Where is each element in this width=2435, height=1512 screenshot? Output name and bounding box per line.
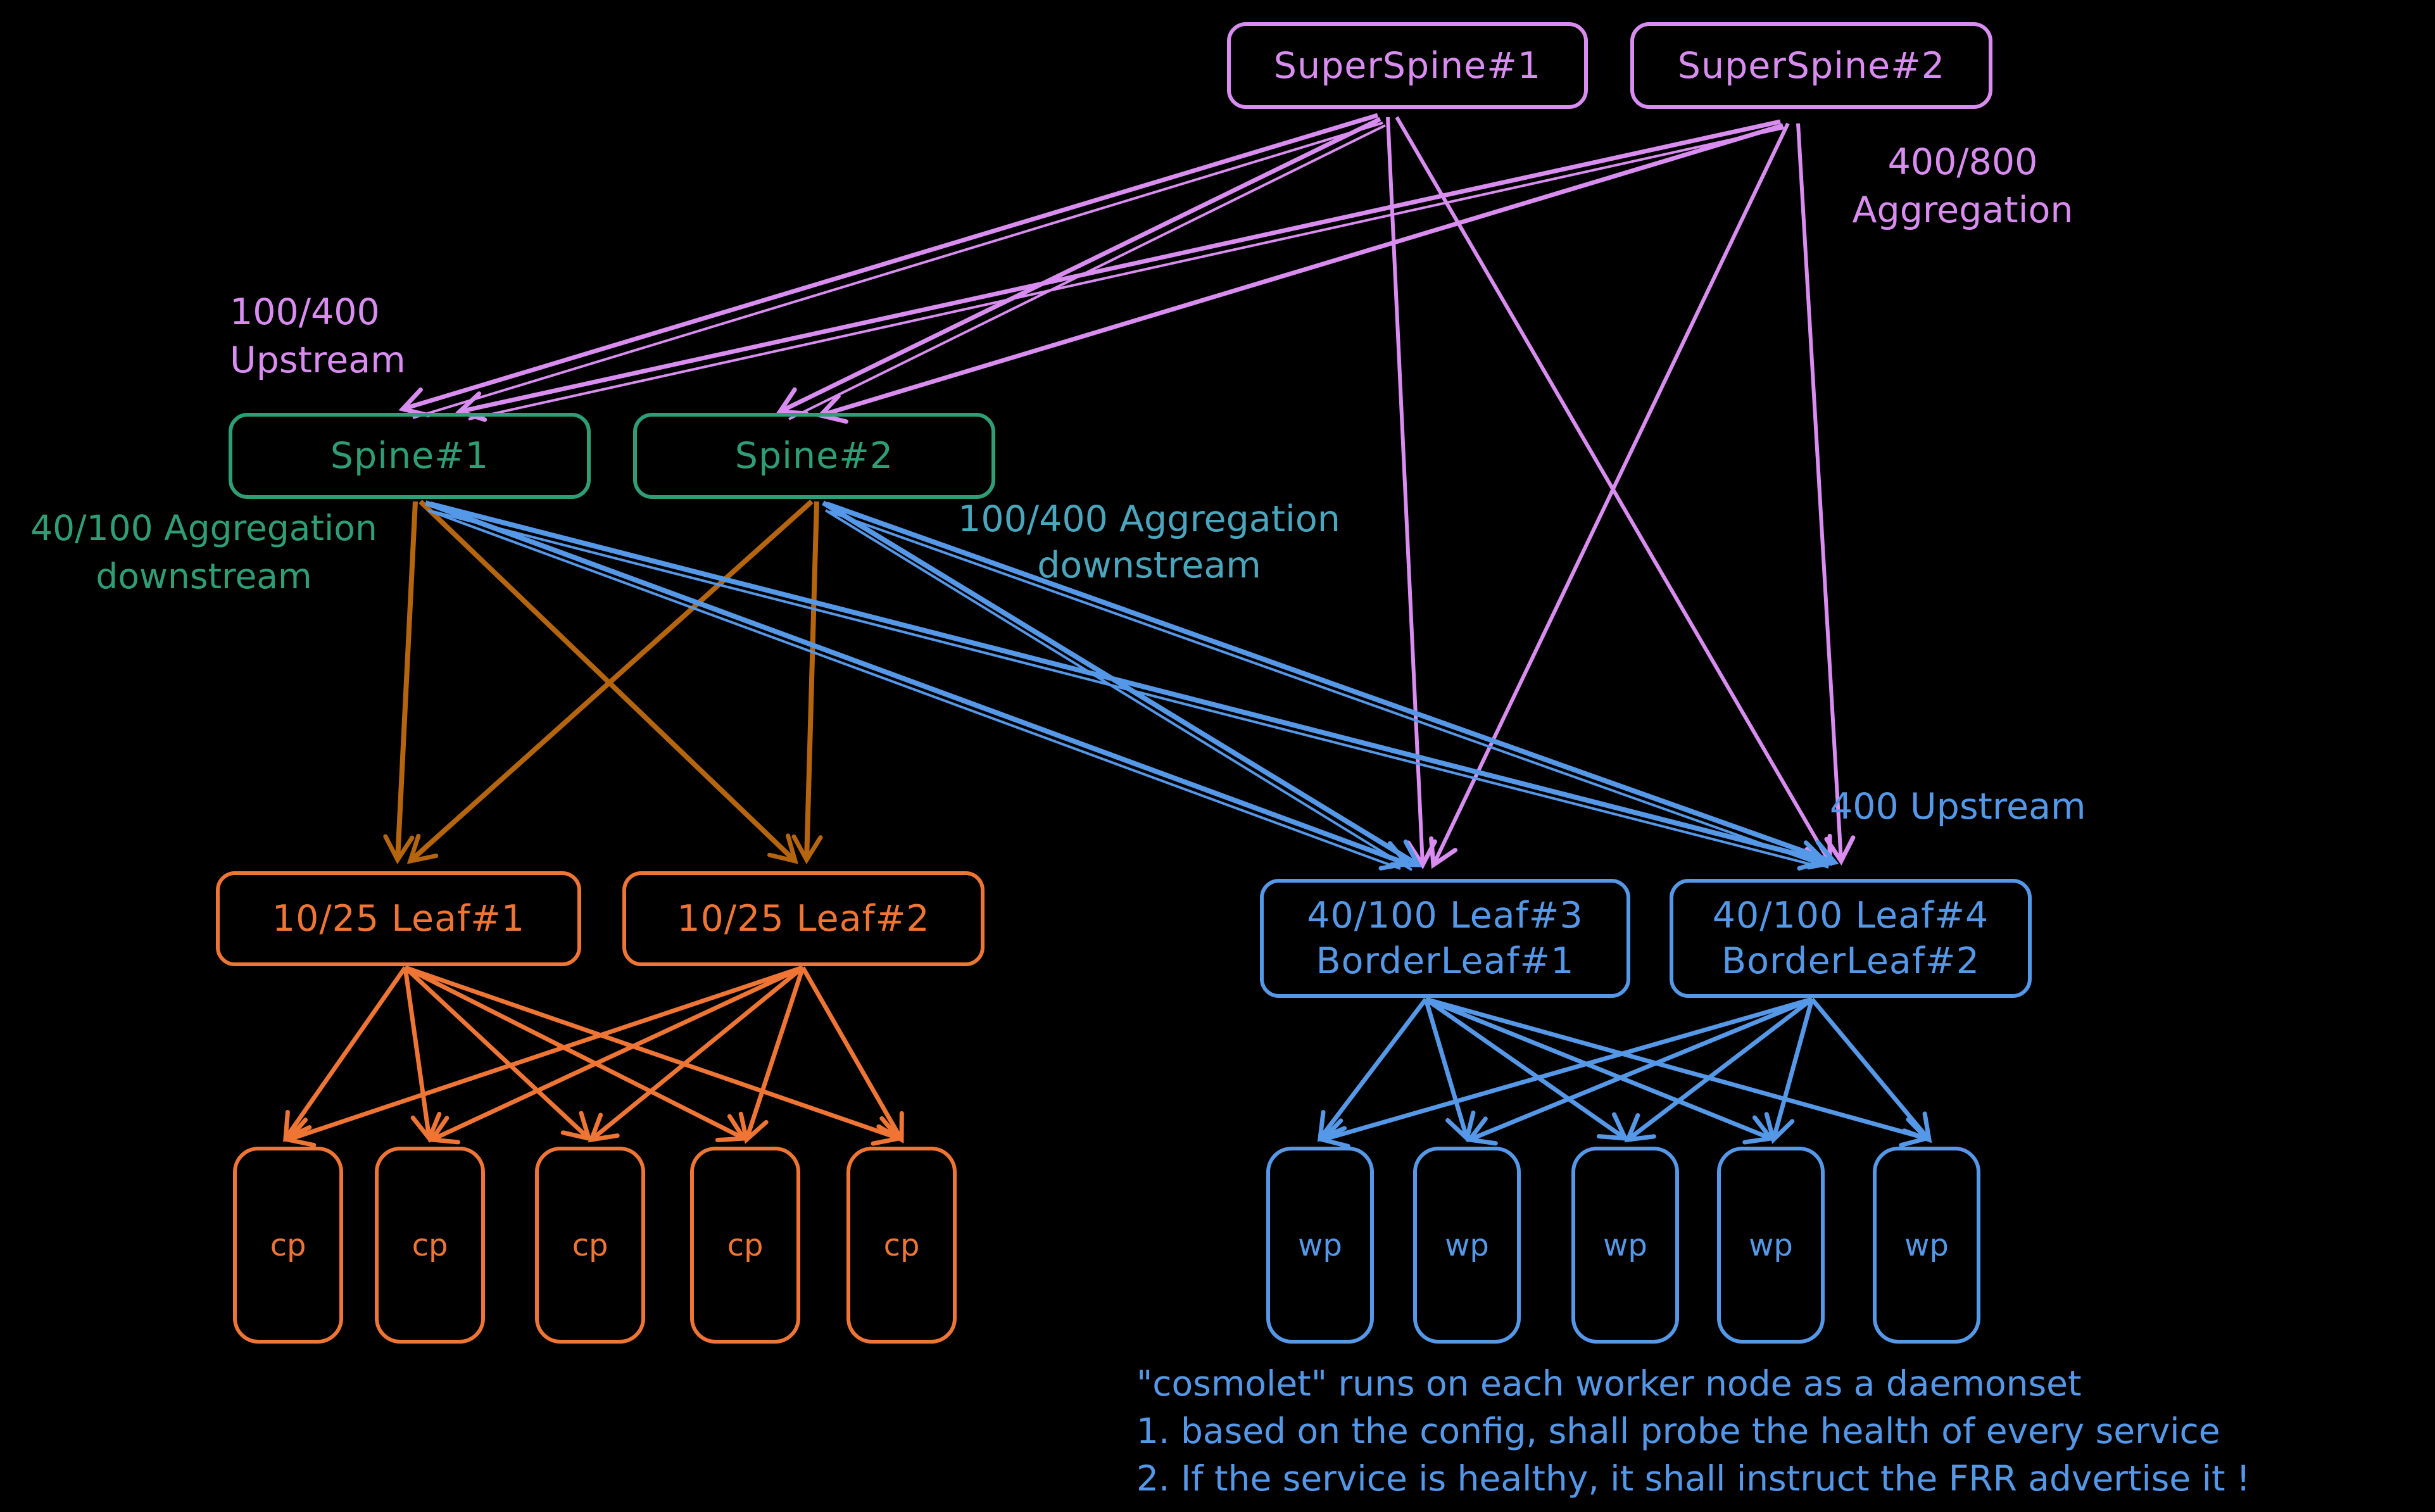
node-borderleaf1-line1: 40/100 Leaf#3: [1307, 895, 1583, 936]
annotation-100-400-aggregation-line1: 100/400 Aggregation: [958, 498, 1340, 540]
cosmolet-note-line1: "cosmolet" runs on each worker node as a…: [1136, 1363, 2082, 1404]
annotation-400-800-aggregation-line1: 400/800: [1887, 141, 2038, 183]
node-cp-2: cp: [375, 1147, 485, 1344]
node-spine2: Spine#2: [633, 413, 995, 499]
annotation-100-400-aggregation-downstream: 100/400 Aggregation downstream: [950, 496, 1349, 589]
node-cp-1: cp: [233, 1147, 343, 1344]
node-wp-1-label: wp: [1298, 1227, 1342, 1263]
superspine-to-spine-links: [398, 113, 1785, 424]
annotation-100-400-upstream-line1: 100/400: [230, 291, 380, 333]
node-spine1-label: Spine#1: [330, 435, 489, 477]
node-wp-1: wp: [1266, 1147, 1374, 1344]
node-wp-4-label: wp: [1749, 1227, 1793, 1263]
node-wp-2: wp: [1413, 1147, 1521, 1344]
annotation-400-800-aggregation-line2: Aggregation: [1852, 189, 2073, 231]
node-borderleaf1-line2: BorderLeaf#1: [1316, 940, 1575, 982]
spine-to-leaf-links: [383, 500, 823, 864]
node-leaf1-label: 10/25 Leaf#1: [272, 898, 525, 940]
annotation-40-100-aggregation-line1: 40/100 Aggregation: [30, 508, 377, 548]
node-superspine2-label: SuperSpine#2: [1677, 44, 1946, 87]
annotation-40-100-aggregation-downstream: 40/100 Aggregation downstream: [17, 504, 391, 600]
cosmolet-note-line2: 1. based on the config, shall probe the …: [1136, 1411, 2220, 1451]
node-leaf1: 10/25 Leaf#1: [216, 871, 581, 966]
annotation-400-upstream: 400 Upstream: [1830, 786, 2086, 828]
node-superspine1-label: SuperSpine#1: [1273, 44, 1542, 87]
node-borderleaf1: 40/100 Leaf#3 BorderLeaf#1: [1260, 879, 1630, 998]
node-borderleaf2-line2: BorderLeaf#2: [1721, 940, 1980, 982]
node-cp-5-label: cp: [883, 1227, 920, 1263]
node-cp-5: cp: [846, 1147, 957, 1344]
node-cp-4-label: cp: [727, 1227, 764, 1263]
node-spine2-label: Spine#2: [734, 435, 894, 477]
node-superspine2: SuperSpine#2: [1630, 22, 1992, 109]
cosmolet-note-line3: 2. If the service is healthy, it shall i…: [1136, 1458, 2251, 1499]
node-spine1: Spine#1: [229, 413, 591, 499]
annotation-100-400-upstream-line2: Upstream: [230, 339, 406, 381]
node-wp-5-label: wp: [1904, 1227, 1949, 1263]
node-wp-2-label: wp: [1445, 1227, 1489, 1263]
node-leaf2-label: 10/25 Leaf#2: [677, 898, 930, 940]
node-borderleaf2: 40/100 Leaf#4 BorderLeaf#2: [1670, 879, 2032, 998]
node-wp-5: wp: [1873, 1147, 1980, 1344]
annotation-100-400-upstream: 100/400 Upstream: [230, 288, 406, 384]
node-wp-4: wp: [1717, 1147, 1825, 1344]
node-cp-3: cp: [535, 1147, 645, 1344]
node-cp-2-label: cp: [412, 1227, 448, 1263]
node-cp-3-label: cp: [572, 1227, 608, 1263]
node-cp-1-label: cp: [270, 1227, 306, 1263]
cosmolet-notes: "cosmolet" runs on each worker node as a…: [1136, 1360, 2250, 1503]
leaf-to-cp-links: [283, 965, 904, 1147]
annotation-400-800-aggregation: 400/800 Aggregation: [1830, 138, 2096, 234]
superspine-to-borderleaf-links: [1386, 116, 1856, 869]
spine-to-borderleaf-links: [424, 500, 1839, 871]
node-superspine1: SuperSpine#1: [1227, 22, 1588, 109]
node-wp-3-label: wp: [1603, 1227, 1647, 1263]
annotation-40-100-aggregation-line2: downstream: [96, 556, 312, 596]
node-cp-4: cp: [690, 1147, 800, 1344]
node-wp-3: wp: [1571, 1147, 1679, 1344]
node-borderleaf2-line1: 40/100 Leaf#4: [1712, 895, 1989, 936]
annotation-100-400-aggregation-line2: downstream: [1037, 545, 1261, 586]
borderleaf-to-wp-links: [1317, 997, 1932, 1149]
node-leaf2: 10/25 Leaf#2: [622, 871, 985, 966]
